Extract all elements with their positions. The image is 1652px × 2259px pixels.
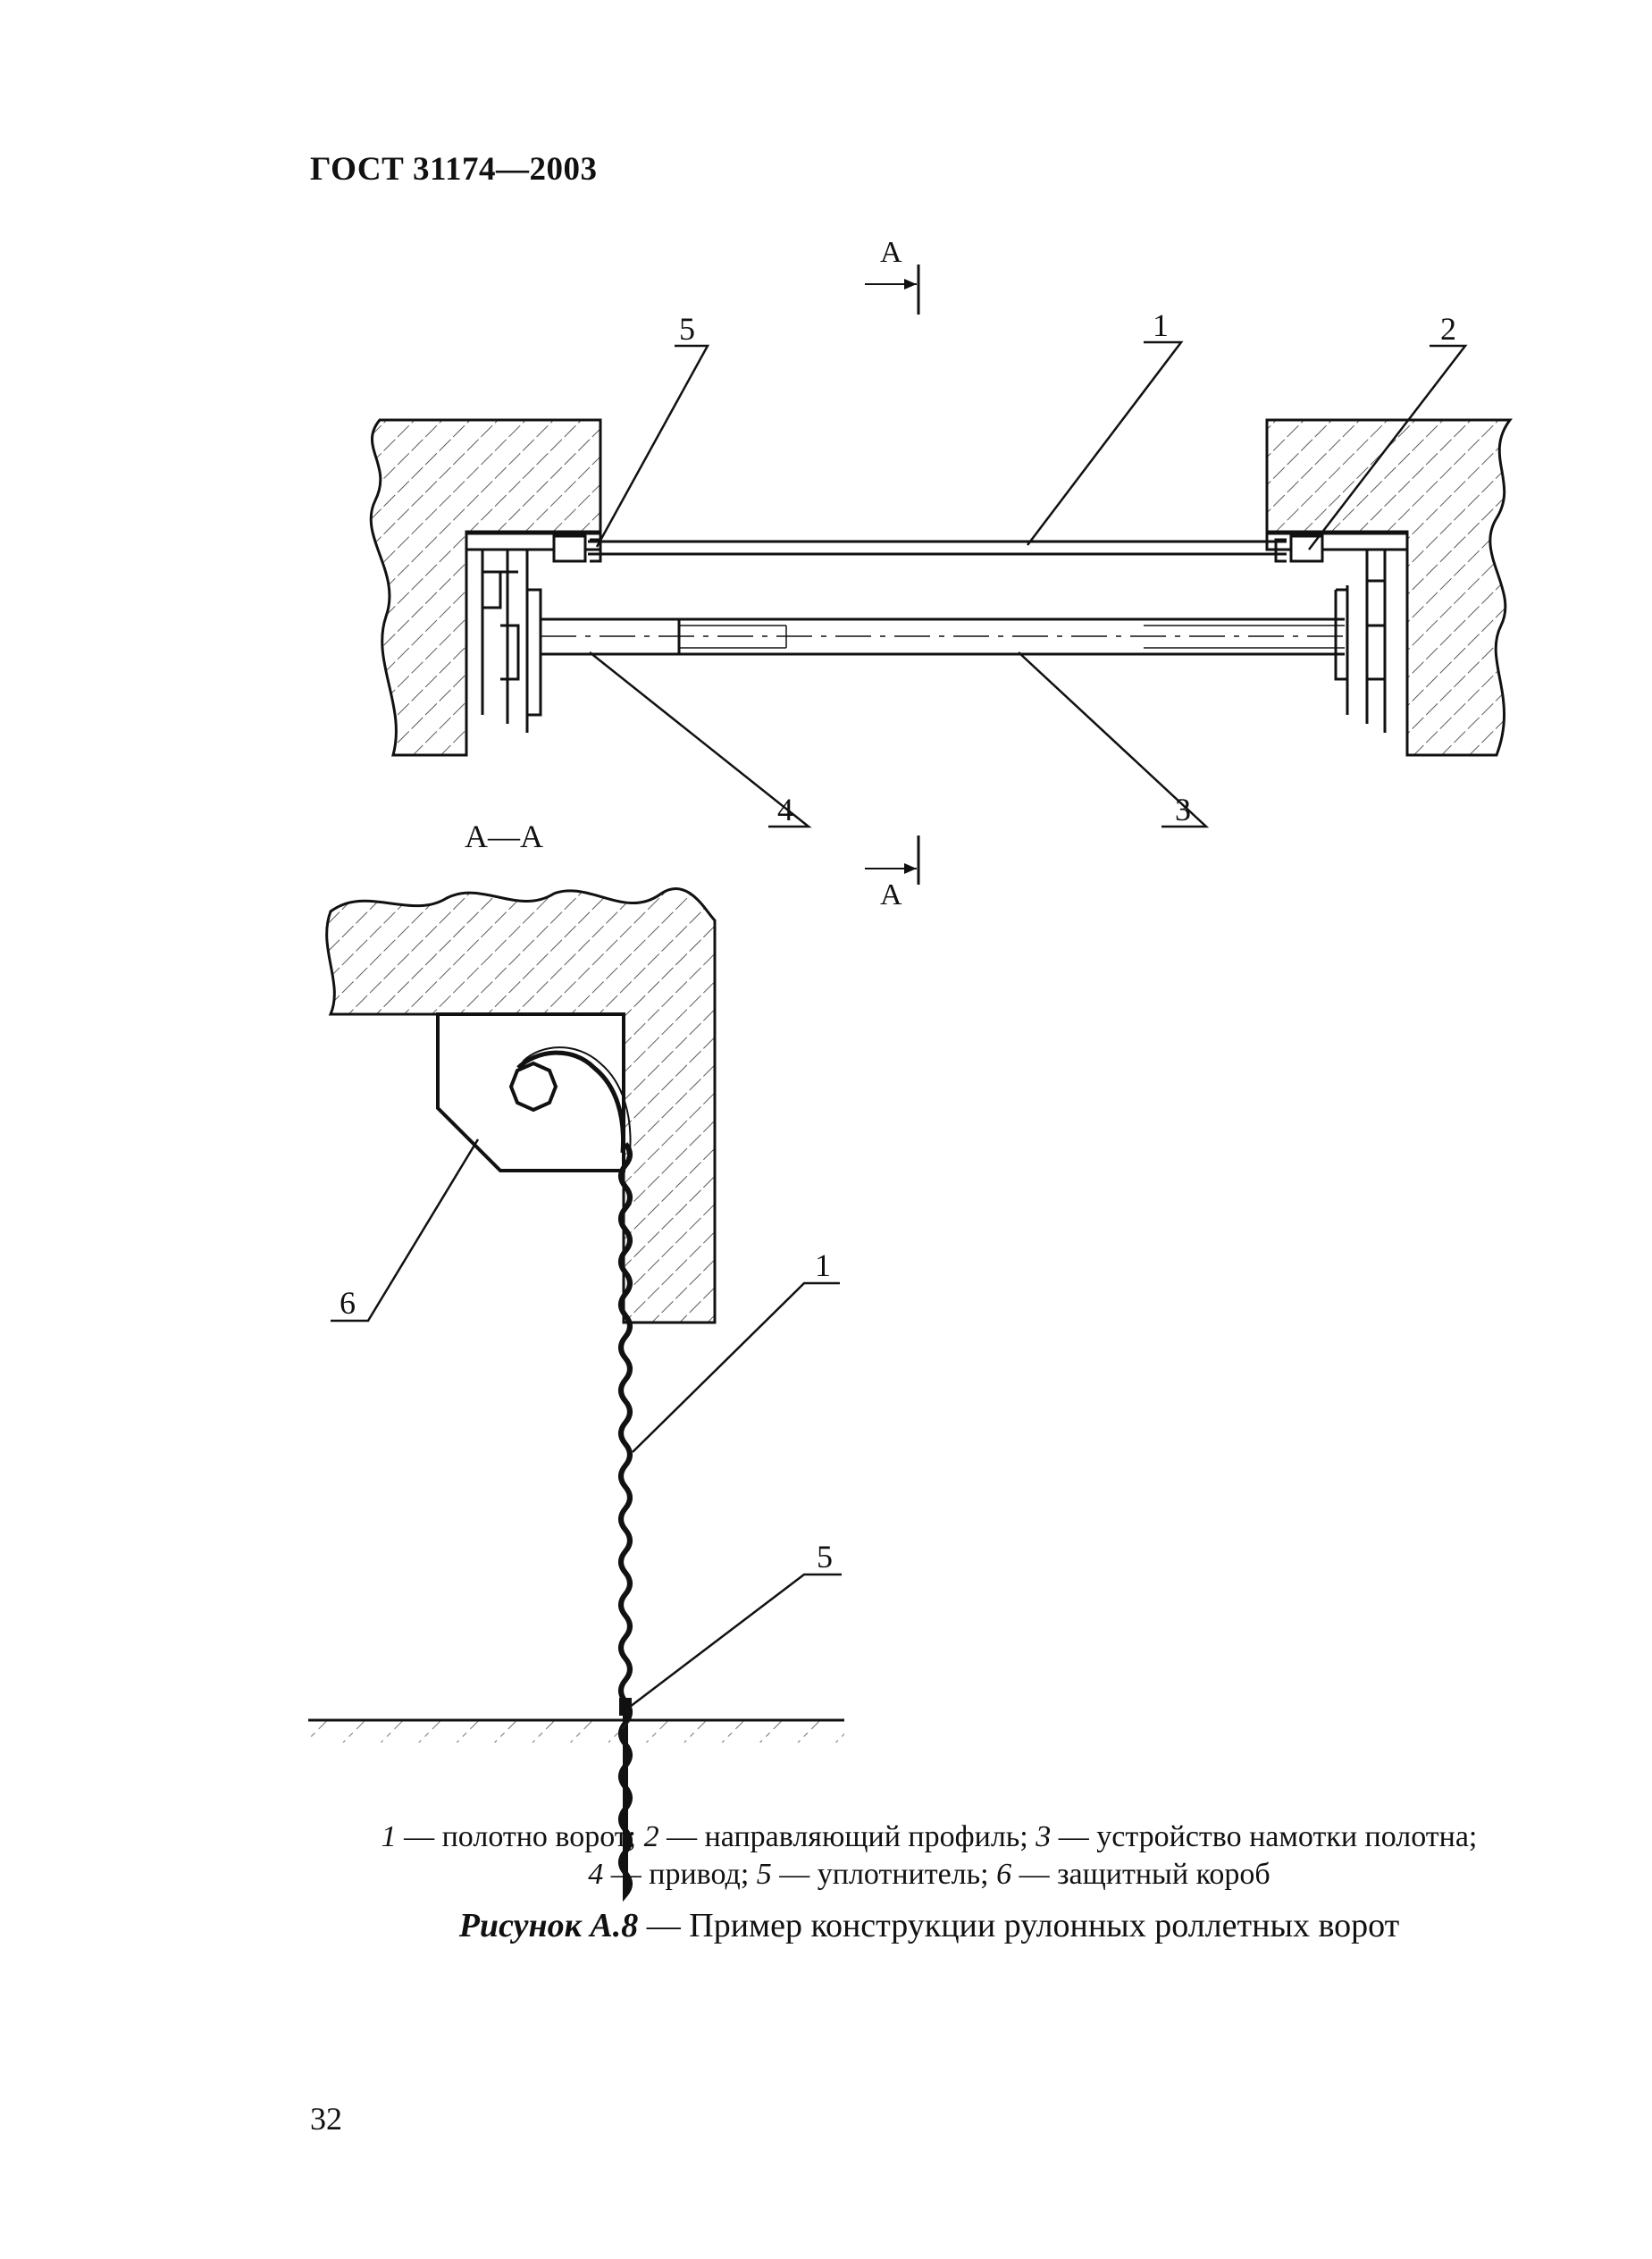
page-number: 32 bbox=[310, 2101, 342, 2137]
callout-5-top: 5 bbox=[679, 311, 695, 347]
figure-label: Рисунок А.8 bbox=[458, 1907, 639, 1944]
section-title: А—А bbox=[465, 819, 543, 854]
roll-shaft bbox=[508, 1061, 558, 1113]
left-guide-profile bbox=[465, 532, 602, 733]
legend-line-1: 1 — полотно ворот; 2 — направляющий проф… bbox=[381, 1820, 1478, 1853]
callout-1-section: 1 bbox=[815, 1247, 831, 1283]
legend-line-2: 4 — привод; 5 — уплотнитель; 6 — защитны… bbox=[588, 1858, 1270, 1891]
callout-2-top: 2 bbox=[1440, 311, 1456, 347]
seal bbox=[619, 1698, 632, 1716]
left-wall bbox=[369, 418, 602, 757]
lintel-wall bbox=[325, 886, 717, 1324]
right-guide-profile bbox=[1265, 532, 1409, 733]
svg-text:А: А bbox=[880, 236, 902, 269]
figure-title-text: — Пример конструкции рулонных роллетных … bbox=[638, 1907, 1400, 1944]
winding-shaft-plan bbox=[539, 617, 1345, 656]
svg-text:А: А bbox=[880, 878, 902, 911]
gate-curtain-plan bbox=[588, 540, 1287, 556]
callout-4-top: 4 bbox=[777, 792, 793, 827]
section-mark-top: А bbox=[865, 236, 920, 315]
section-mark-bottom: А bbox=[865, 836, 920, 911]
callout-6-section: 6 bbox=[340, 1285, 356, 1321]
floor bbox=[308, 1718, 844, 1743]
callout-3-top: 3 bbox=[1175, 792, 1191, 827]
leader-lines-plan bbox=[589, 340, 1468, 828]
callout-1-top: 1 bbox=[1153, 307, 1169, 343]
figure-title: Рисунок А.8 — Пример конструкции рулонны… bbox=[268, 1906, 1590, 1945]
right-wall bbox=[1265, 418, 1513, 757]
standard-header: ГОСТ 31174—2003 bbox=[310, 151, 598, 188]
callout-5-section: 5 bbox=[817, 1539, 833, 1575]
rolled-curtain bbox=[516, 1050, 625, 1154]
leader-lines-section bbox=[331, 1138, 842, 1708]
figure-legend: 1 — полотно ворот; 2 — направляющий проф… bbox=[268, 1818, 1590, 1894]
gate-curtain-section bbox=[618, 1142, 633, 1902]
